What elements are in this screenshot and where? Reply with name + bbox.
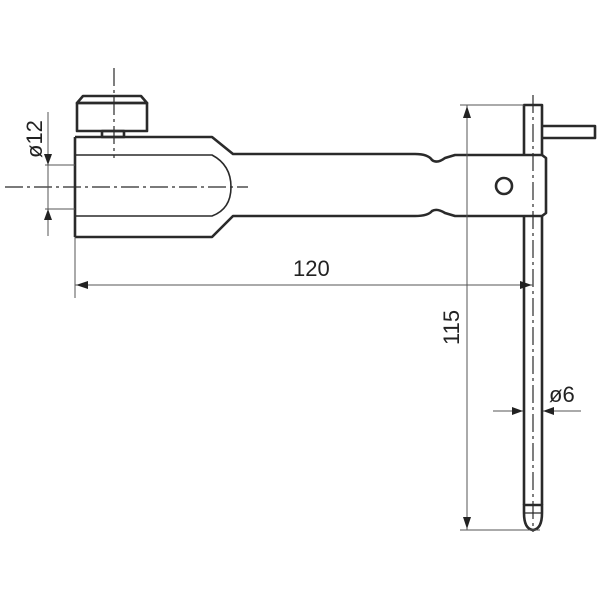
bore-diameter-label: ø12	[22, 120, 47, 158]
hole	[494, 176, 514, 196]
t-pin	[522, 103, 597, 532]
knob	[75, 94, 149, 139]
dimension-pin: ø6	[493, 382, 581, 415]
height-label: 115	[439, 310, 464, 345]
dimension-height: 115	[439, 104, 540, 531]
dimension-bore: ø12	[22, 112, 75, 236]
length-label: 120	[293, 256, 330, 281]
dimension-length: 120	[74, 237, 533, 298]
wrench-body	[73, 135, 524, 239]
pin-diameter-label: ø6	[549, 382, 575, 407]
